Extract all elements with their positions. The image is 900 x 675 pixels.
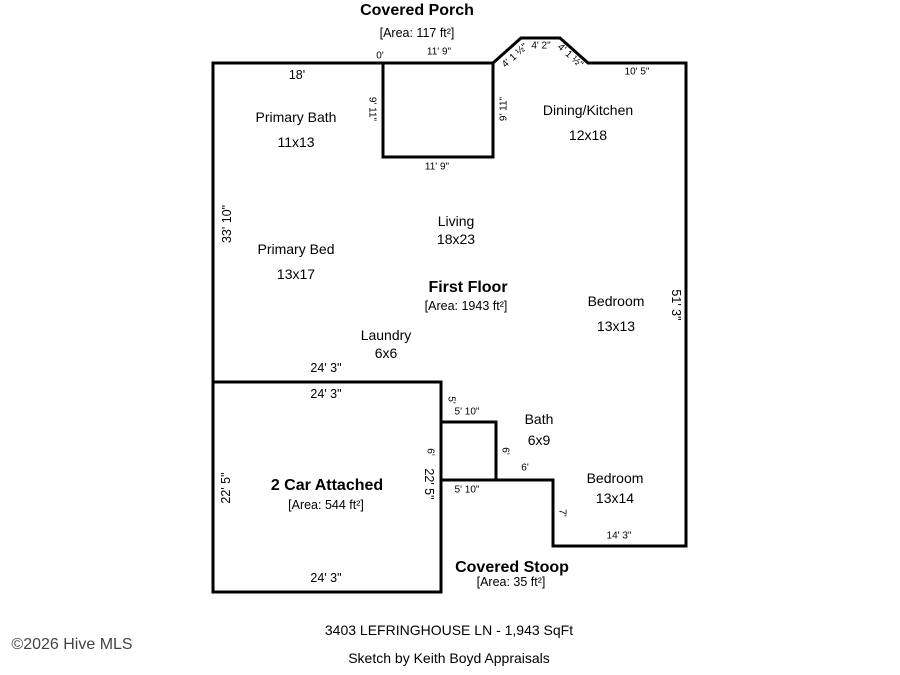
room-bedroom-1: Bedroom 13x13: [588, 289, 645, 339]
footer-credit: Sketch by Keith Boyd Appraisals: [348, 650, 550, 666]
dim-stoop-bottom: 5' 10": [454, 484, 480, 496]
room-name: Bedroom: [587, 293, 645, 309]
dim-bath-top: 5' 10": [454, 406, 480, 418]
room-name: Primary Bed: [257, 241, 335, 257]
room-name: Bath: [524, 411, 554, 427]
room-bedroom-2: Bedroom 13x14: [587, 468, 644, 508]
dim-garage-top-outer: 24' 3": [310, 361, 342, 375]
covered-porch-title: Covered Porch: [360, 2, 474, 19]
dim-garage-top-inner: 24' 3": [310, 387, 342, 401]
dim-step-down: 7': [556, 509, 568, 517]
first-floor-title: First Floor: [428, 279, 508, 296]
dim-bottom-right: 14' 3": [606, 530, 632, 542]
first-floor-area: [Area: 1943 ft²]: [424, 299, 508, 313]
covered-porch-outline: [381, 61, 495, 159]
dim-top-right: 10' 5": [624, 66, 650, 78]
room-size: 13x14: [595, 490, 635, 506]
dim-top-left: 18': [288, 68, 306, 82]
dim-left-side: 33' 10": [220, 204, 234, 244]
covered-porch-area: [Area: 117 ft²]: [379, 26, 455, 40]
dim-porch-corner: 0': [376, 50, 384, 62]
room-dining-kitchen: Dining/Kitchen 12x18: [543, 98, 633, 148]
dim-right-side: 51' 3": [669, 289, 683, 321]
room-size: 18x23: [436, 231, 476, 247]
dim-bath-side: 6': [499, 447, 511, 455]
dim-step-top: 6': [521, 462, 529, 474]
garage-area: [Area: 544 ft²]: [288, 498, 364, 512]
garage-title: 2 Car Attached: [270, 477, 384, 494]
room-name: Laundry: [360, 327, 412, 343]
garage-outline: [211, 380, 443, 594]
footer-address: 3403 LEFRINGHOUSE LN - 1,943 SqFt: [324, 622, 574, 638]
dim-porch-right: 9' 11": [498, 96, 510, 122]
room-name: Primary Bath: [255, 109, 337, 125]
room-size: 6x6: [374, 345, 398, 361]
dim-bay-top: 4' 2": [531, 40, 551, 52]
room-size: 11x13: [277, 134, 315, 150]
room-living: Living 18x23: [437, 212, 475, 248]
dim-garage-left: 22' 5": [219, 472, 233, 504]
room-primary-bath: Primary Bath 11x13: [256, 105, 337, 155]
dim-garage-bottom: 24' 3": [310, 571, 342, 585]
dim-garage-right-outer: 22' 5": [422, 468, 436, 500]
room-laundry: Laundry 6x6: [361, 326, 412, 362]
dim-porch-top: 11' 9": [426, 46, 452, 58]
room-size: 6x9: [527, 432, 551, 448]
room-bath: Bath 6x9: [525, 409, 554, 451]
covered-stoop-title: Covered Stoop: [455, 559, 569, 576]
dim-garage-notch: 5': [445, 396, 457, 404]
dim-porch-left: 9' 11": [366, 96, 378, 122]
bath-notch-wall: [439, 420, 498, 482]
first-floor-outline: [211, 36, 688, 548]
copyright-watermark: ©2026 Hive MLS: [11, 636, 133, 653]
room-size: 13x13: [596, 318, 636, 334]
dim-garage-right-inner: 6': [424, 448, 436, 456]
dim-porch-bottom: 11' 9": [424, 161, 450, 173]
room-size: 12x18: [568, 127, 608, 143]
room-name: Dining/Kitchen: [542, 102, 634, 118]
room-name: Living: [437, 213, 475, 229]
room-primary-bed: Primary Bed 13x17: [257, 237, 334, 287]
room-name: Bedroom: [586, 470, 644, 486]
room-size: 13x17: [276, 266, 316, 282]
covered-stoop-area: [Area: 35 ft²]: [476, 575, 546, 589]
